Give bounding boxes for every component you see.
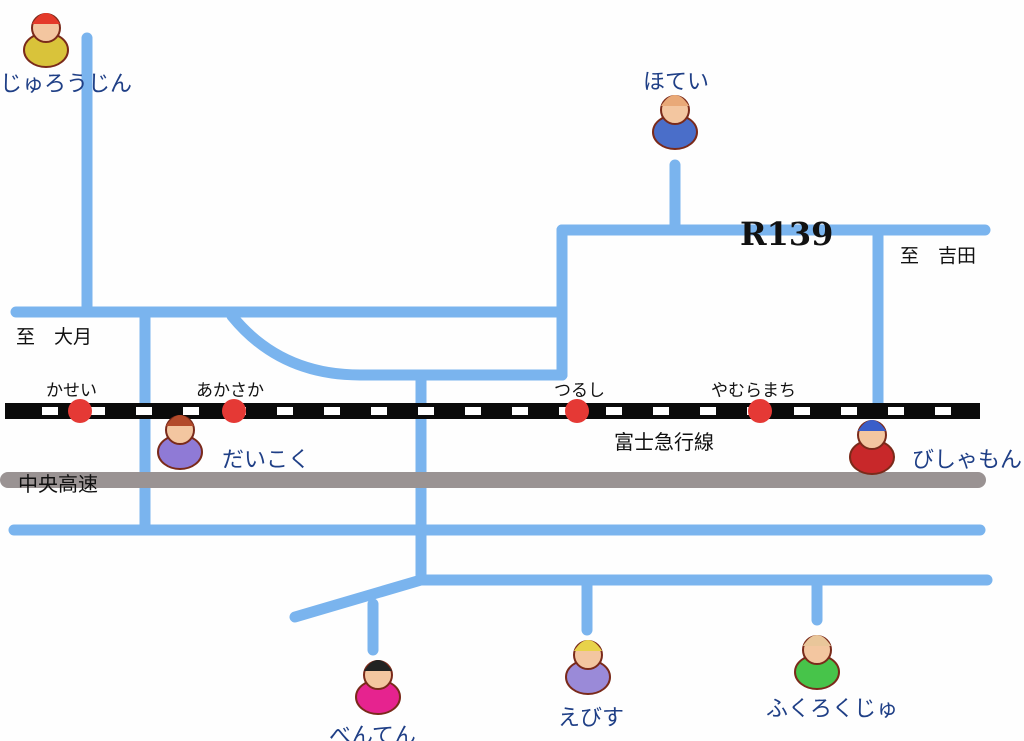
hotei-icon bbox=[652, 95, 698, 150]
direction-otsuki: 至 大月 bbox=[16, 326, 93, 348]
god-bishamon-label: びしゃもん bbox=[912, 448, 1023, 473]
route-label: R139 bbox=[740, 215, 834, 253]
rail-tie bbox=[418, 407, 434, 415]
station-akasaka: あかさか bbox=[196, 381, 264, 401]
rail-tie bbox=[371, 407, 387, 415]
railway-name: 富士急行線 bbox=[614, 430, 714, 454]
ebisu-icon bbox=[565, 640, 611, 695]
rail-tie bbox=[653, 407, 669, 415]
fukurokuju-icon bbox=[794, 635, 840, 690]
benten-icon bbox=[355, 660, 401, 715]
rail-tie bbox=[89, 407, 105, 415]
road-curve bbox=[226, 310, 568, 381]
daikoku-icon bbox=[157, 415, 203, 470]
expressway-name: 中央高速 bbox=[18, 472, 98, 496]
rail-tie bbox=[888, 407, 904, 415]
rail-tie bbox=[606, 407, 622, 415]
god-jurojin-label: じゅろうじん bbox=[0, 72, 133, 97]
station-marker bbox=[68, 399, 92, 423]
road-benten-diag bbox=[289, 574, 427, 623]
jurojin-icon bbox=[23, 13, 69, 68]
rail-tie bbox=[512, 407, 528, 415]
direction-yoshida: 至 吉田 bbox=[900, 245, 977, 267]
rail-tie bbox=[935, 407, 951, 415]
rail-tie bbox=[841, 407, 857, 415]
railway-line bbox=[5, 403, 980, 419]
rail-tie bbox=[794, 407, 810, 415]
station-yamuramachi: やむらまち bbox=[711, 381, 796, 401]
god-ebisu-label: えびす bbox=[558, 706, 625, 731]
bishamon-icon bbox=[849, 420, 895, 475]
station-tsurushi: つるし bbox=[554, 381, 605, 401]
god-fukurokuju-label: ふくろくじゅ bbox=[766, 697, 899, 722]
rail-tie bbox=[277, 407, 293, 415]
god-benten-label: べんてん bbox=[329, 724, 416, 741]
god-hotei-label: ほてい bbox=[643, 70, 710, 95]
station-kasei: かせい bbox=[46, 381, 97, 401]
rail-tie bbox=[465, 407, 481, 415]
station-marker bbox=[748, 399, 772, 423]
rail-tie bbox=[700, 407, 716, 415]
rail-tie bbox=[183, 407, 199, 415]
rail-tie bbox=[324, 407, 340, 415]
station-marker bbox=[222, 399, 246, 423]
station-marker bbox=[565, 399, 589, 423]
god-daikoku-label: だいこく bbox=[222, 448, 311, 473]
rail-tie bbox=[42, 407, 58, 415]
rail-tie bbox=[136, 407, 152, 415]
